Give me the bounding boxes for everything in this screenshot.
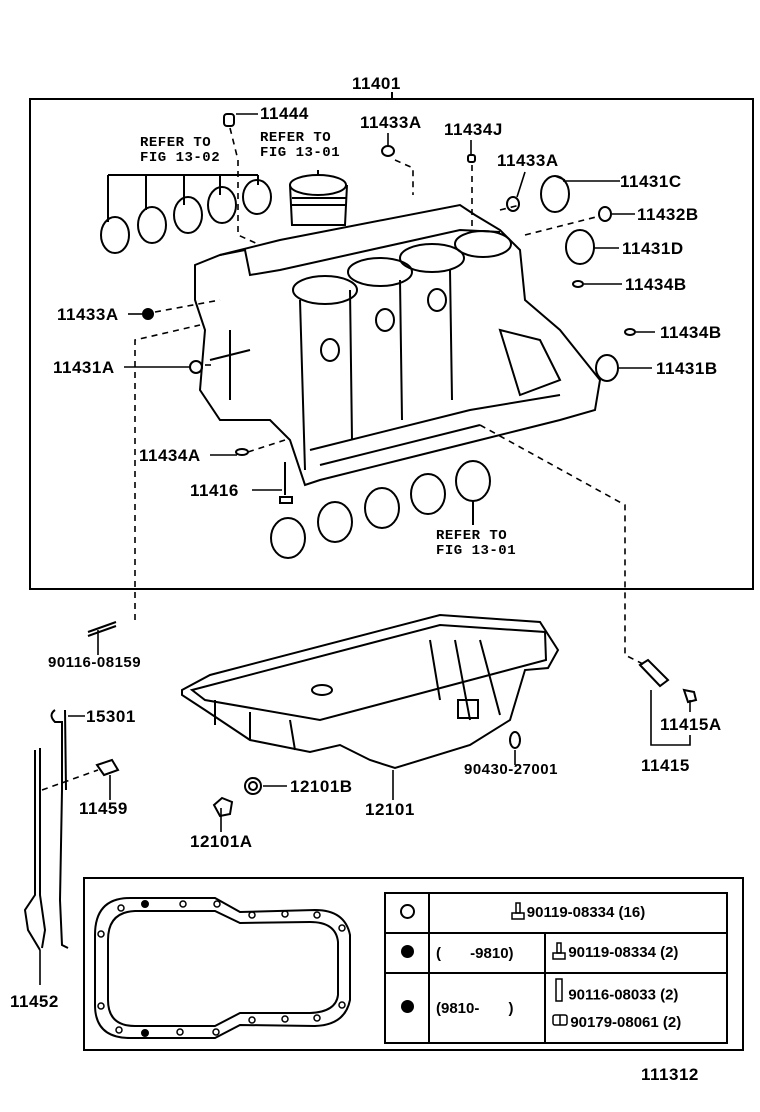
- cylinder-block: [194, 203, 602, 487]
- lower-bearings: [270, 460, 491, 559]
- callout-11416[interactable]: 11416: [190, 481, 239, 500]
- small-parts: [87, 113, 636, 637]
- legend-part-number[interactable]: 90179-08061 (2): [570, 1014, 682, 1031]
- legend-symbol-cell: [384, 932, 430, 974]
- legend-symbol-cell: [384, 972, 430, 1044]
- callout-11415[interactable]: 11415: [641, 756, 690, 775]
- pan-small-parts: [212, 658, 698, 818]
- legend-row: (9810- ) 90116-08033 (2) 90179-08061 (2): [384, 972, 728, 1044]
- reference-note-fig-13-01-top: REFER TO FIG 13-01: [260, 130, 341, 161]
- callout-11434j[interactable]: 11434J: [444, 120, 503, 139]
- piston: [289, 170, 348, 226]
- nut-icon: [552, 1008, 569, 1038]
- legend-range-cell: (9810- ): [427, 972, 547, 1044]
- assembly-part-number[interactable]: 11401: [352, 74, 401, 93]
- callout-11431a[interactable]: 11431A: [53, 358, 115, 377]
- open-circle-icon: [399, 903, 415, 919]
- leader-lines: [39, 113, 691, 985]
- bolt-legend-table: 90119-08334 (16) ( -9810) 90119-08334 (2…: [384, 892, 728, 1044]
- oil-pan: [181, 613, 560, 770]
- bolt-icon: [552, 942, 567, 964]
- callout-11432b[interactable]: 11432B: [637, 205, 699, 224]
- callout-90430-27001[interactable]: 90430-27001: [464, 761, 558, 778]
- callout-11433a-right[interactable]: 11433A: [497, 151, 559, 170]
- upper-bearings: [100, 174, 272, 254]
- legend-part-number[interactable]: 90116-08033 (2): [568, 986, 679, 1004]
- oil-pan-gasket: [94, 897, 351, 1039]
- callout-11452[interactable]: 11452: [10, 992, 59, 1011]
- stud-bolt-icon: [552, 978, 566, 1013]
- reference-note-fig-13-01-bottom: REFER TO FIG 13-01: [436, 528, 517, 559]
- callout-11444[interactable]: 11444: [260, 104, 309, 123]
- legend-row: ( -9810) 90119-08334 (2): [384, 932, 728, 974]
- callout-11434a[interactable]: 11434A: [139, 446, 201, 465]
- figure-number: 111312: [641, 1065, 699, 1084]
- gasket-inset-frame: [83, 877, 744, 1051]
- dipstick-guide: [23, 709, 120, 951]
- filled-circle-icon: [400, 999, 414, 1013]
- legend-parts-cell: 90119-08334 (16): [428, 892, 728, 934]
- callout-90116-08159[interactable]: 90116-08159: [48, 654, 142, 671]
- callout-12101[interactable]: 12101: [365, 800, 415, 819]
- filled-circle-icon: [400, 944, 414, 958]
- legend-symbol-cell: [384, 892, 430, 934]
- reference-note-fig-13-02: REFER TO FIG 13-02: [140, 135, 221, 166]
- callout-11433a-left[interactable]: 11433A: [57, 305, 119, 324]
- callout-12101b[interactable]: 12101B: [290, 777, 353, 796]
- callout-11431b[interactable]: 11431B: [656, 359, 718, 378]
- legend-parts-cell: 90119-08334 (2): [544, 932, 728, 974]
- callout-11433a-top[interactable]: 11433A: [360, 113, 422, 132]
- callout-15301[interactable]: 15301: [86, 707, 136, 726]
- legend-part-number[interactable]: 90119-08334 (2): [568, 943, 679, 961]
- legend-row: 90119-08334 (16): [384, 892, 728, 934]
- dashed-guides: [41, 127, 646, 791]
- callout-11459[interactable]: 11459: [79, 799, 128, 818]
- legend-range-cell: ( -9810): [427, 932, 547, 974]
- callout-11431c[interactable]: 11431C: [620, 172, 682, 191]
- legend-part-number[interactable]: 90119-08334 (16): [526, 903, 646, 921]
- bolt-icon: [511, 902, 525, 924]
- callout-12101a[interactable]: 12101A: [190, 832, 253, 851]
- callout-11434b-1[interactable]: 11434B: [625, 275, 687, 294]
- legend-parts-cell: 90116-08033 (2) 90179-08061 (2): [544, 972, 728, 1044]
- callout-11431d[interactable]: 11431D: [622, 239, 684, 258]
- callout-11434b-2[interactable]: 11434B: [660, 323, 722, 342]
- callout-11415a[interactable]: 11415A: [660, 715, 722, 734]
